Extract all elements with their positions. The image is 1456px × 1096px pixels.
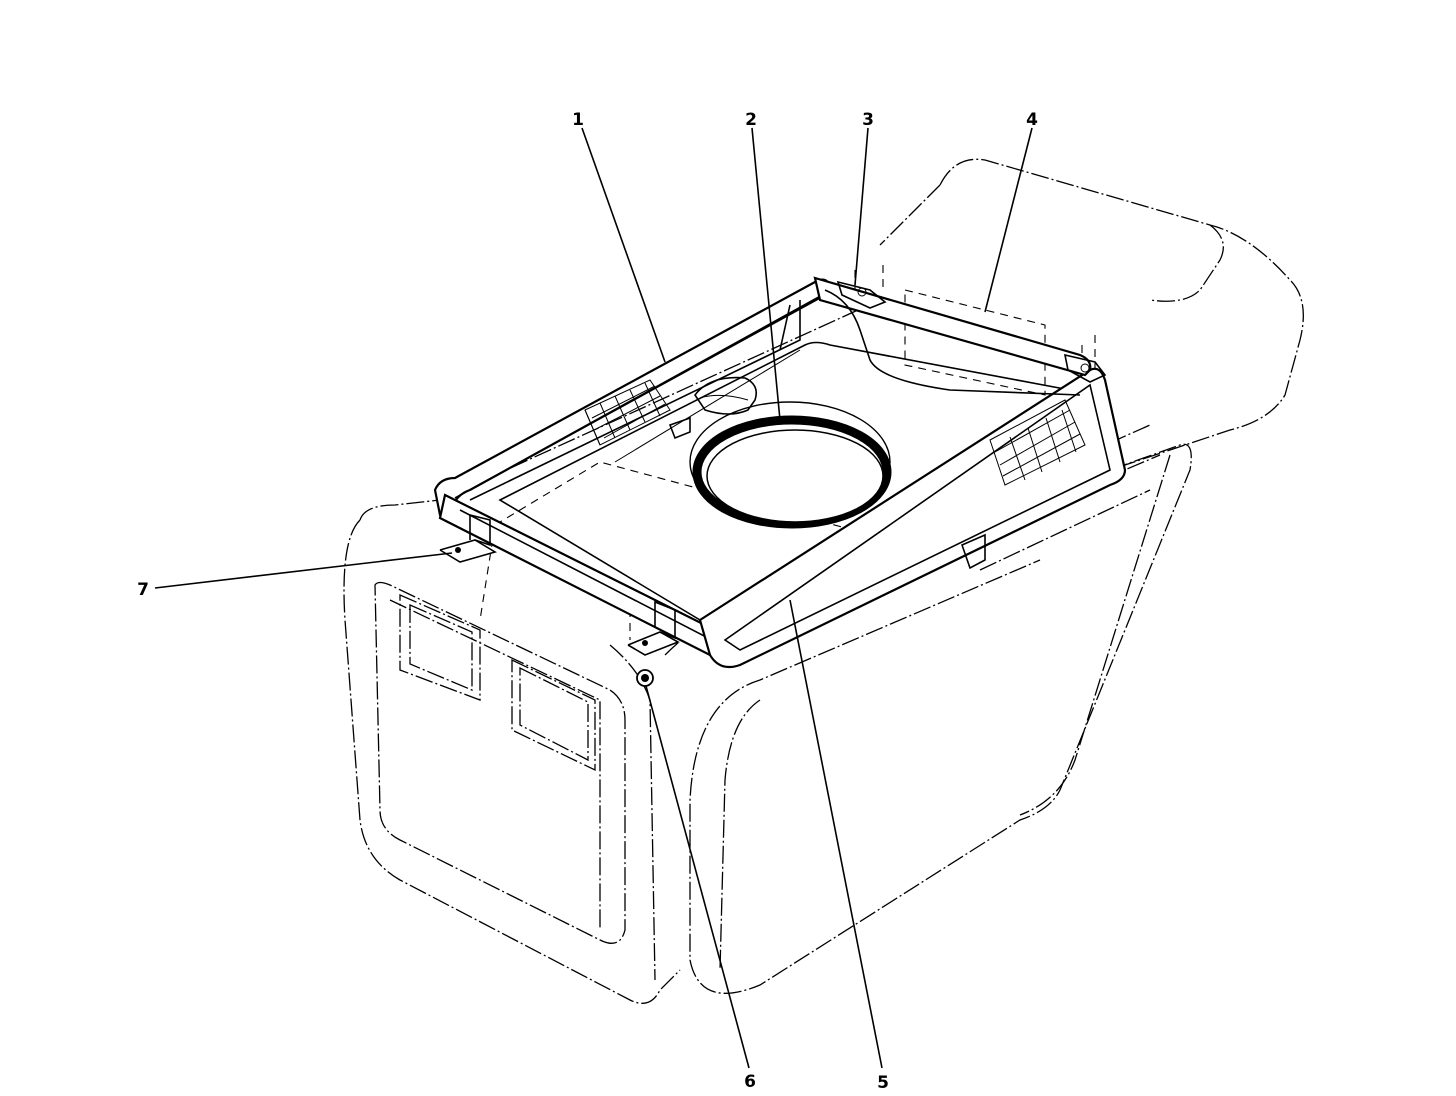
callout-7: 7 bbox=[137, 580, 149, 600]
leader-6 bbox=[645, 685, 750, 1069]
callout-5: 5 bbox=[877, 1073, 889, 1093]
leader-1 bbox=[581, 127, 666, 363]
leader-5 bbox=[789, 599, 883, 1069]
callout-6: 6 bbox=[744, 1072, 756, 1092]
latch bbox=[961, 533, 986, 570]
leader-7 bbox=[154, 552, 453, 589]
leader-2 bbox=[751, 127, 781, 421]
fastener bbox=[636, 669, 654, 687]
leader-lines bbox=[154, 127, 1033, 1069]
callouts: 1 2 3 4 5 6 7 bbox=[137, 110, 1038, 1093]
leader-3 bbox=[854, 127, 869, 286]
mesh-screen-left bbox=[584, 379, 671, 446]
mounting-brackets bbox=[439, 513, 680, 656]
callout-4: 4 bbox=[1026, 110, 1038, 130]
callout-2: 2 bbox=[745, 110, 757, 130]
mesh-screen-right bbox=[989, 399, 1086, 486]
leader-4 bbox=[984, 127, 1033, 313]
hinges bbox=[836, 280, 1107, 383]
opening-ring bbox=[689, 401, 892, 529]
callout-3: 3 bbox=[862, 110, 874, 130]
callout-1: 1 bbox=[572, 110, 584, 130]
